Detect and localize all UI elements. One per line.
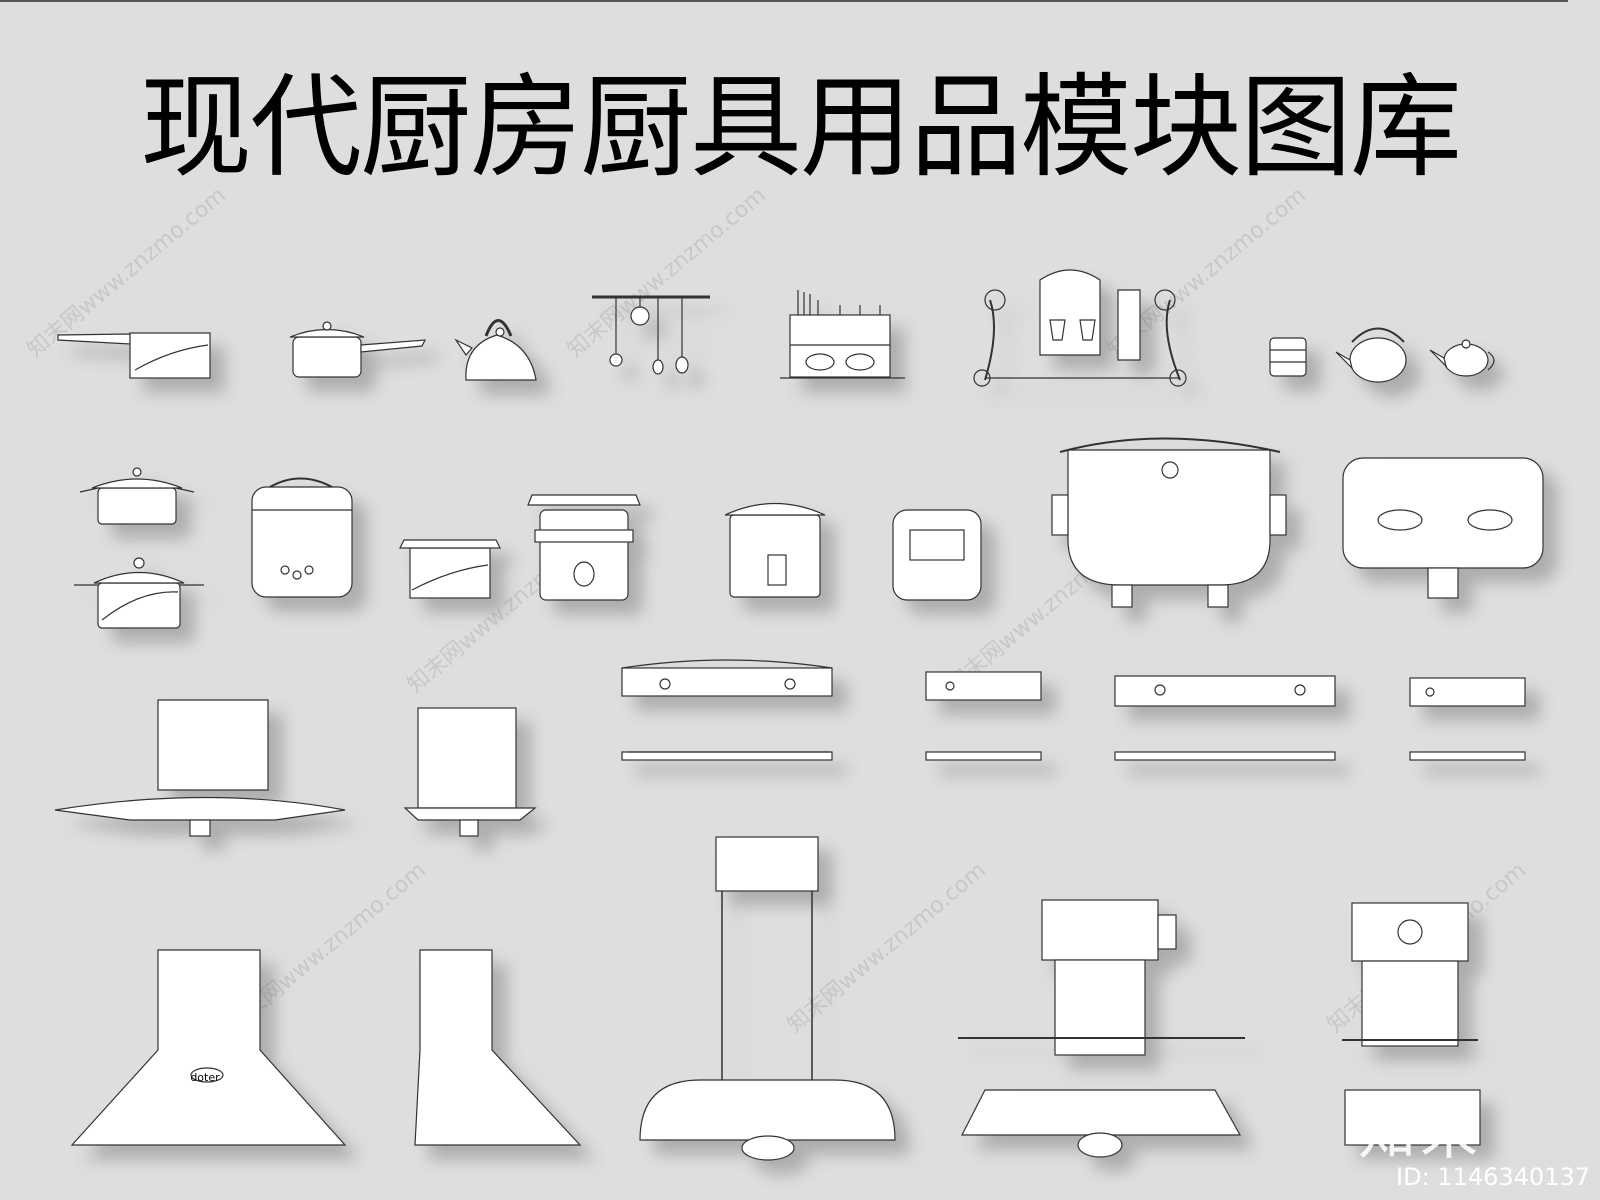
teapot-icon bbox=[1335, 327, 1407, 383]
small-teapot-icon bbox=[1429, 339, 1495, 377]
island-hood-icon bbox=[639, 836, 1481, 1161]
image-id-label: ID: 1146340137 bbox=[1396, 1163, 1590, 1191]
top-border-line bbox=[0, 0, 1568, 2]
kettle-icon bbox=[454, 319, 537, 381]
watermark-logo: 知末 bbox=[1357, 1099, 1482, 1167]
hood-brand-label: doter bbox=[190, 1071, 220, 1084]
utensil-rack-icon bbox=[592, 295, 710, 375]
rice-cooker-icon bbox=[251, 477, 353, 598]
cups-icon bbox=[1269, 337, 1307, 377]
water-heater-icon bbox=[1342, 457, 1544, 599]
electric-cooker-icon bbox=[527, 494, 641, 601]
cup-rack-icon bbox=[973, 269, 1187, 387]
gas-stove-icon bbox=[621, 659, 1526, 761]
milk-pan-icon bbox=[289, 321, 427, 378]
smart-cooker-icon bbox=[724, 502, 982, 601]
saucepan-icon bbox=[57, 332, 211, 379]
large-cooker-icon bbox=[1051, 437, 1287, 608]
steamer-icon bbox=[399, 539, 501, 599]
dish-rack-icon bbox=[780, 290, 905, 379]
page-title: 现代厨房厨具用品模块图库 bbox=[140, 63, 1462, 193]
range-hood-icon bbox=[54, 699, 582, 1146]
stock-pot-icon bbox=[74, 467, 204, 629]
